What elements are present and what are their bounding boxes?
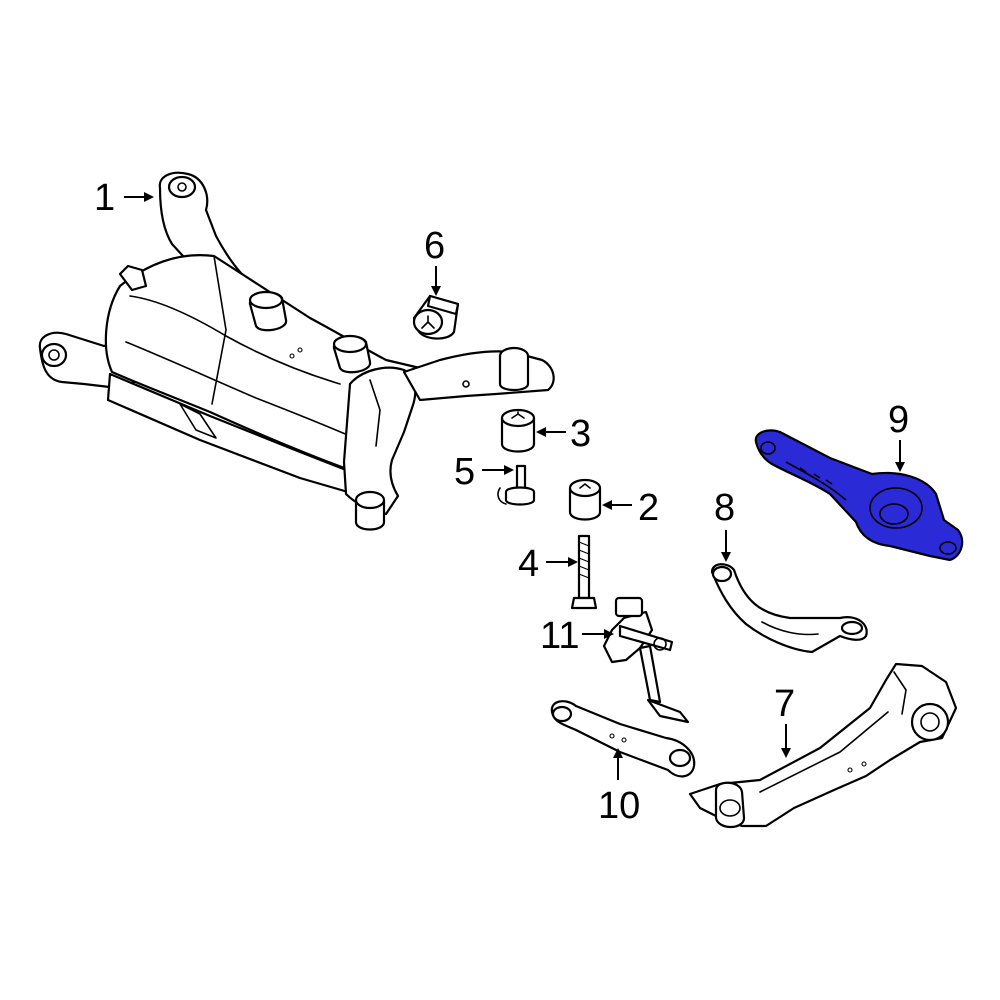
subframe-part-1[interactable] [38,171,555,531]
leader-arrows [124,192,905,780]
callout-3[interactable]: 3 [570,413,591,455]
callout-5[interactable]: 5 [454,451,475,493]
callout-labels: 1 2 3 4 5 6 7 8 9 10 11 [94,177,909,827]
bushing-part-6[interactable] [412,294,460,340]
callout-2[interactable]: 2 [638,487,659,529]
callout-10[interactable]: 10 [598,785,640,827]
callout-8[interactable]: 8 [714,487,735,529]
callout-7[interactable]: 7 [774,683,795,725]
upper-arm-part-8[interactable] [710,563,868,654]
callout-6[interactable]: 6 [424,225,445,267]
level-sensor-part-11[interactable] [602,596,690,724]
callout-1[interactable]: 1 [94,177,115,219]
trailing-arm-part-7[interactable] [688,662,958,829]
bushing-part-2[interactable] [568,478,602,521]
callout-9[interactable]: 9 [888,399,909,441]
bolt-part-4[interactable] [570,534,598,610]
callout-4[interactable]: 4 [518,543,539,585]
bolt-part-5[interactable] [497,464,536,506]
callout-11[interactable]: 11 [540,615,579,657]
bushing-part-3[interactable] [500,408,536,453]
lateral-link-part-10[interactable] [550,700,696,778]
lower-arm-part-9-highlighted[interactable] [754,429,964,562]
